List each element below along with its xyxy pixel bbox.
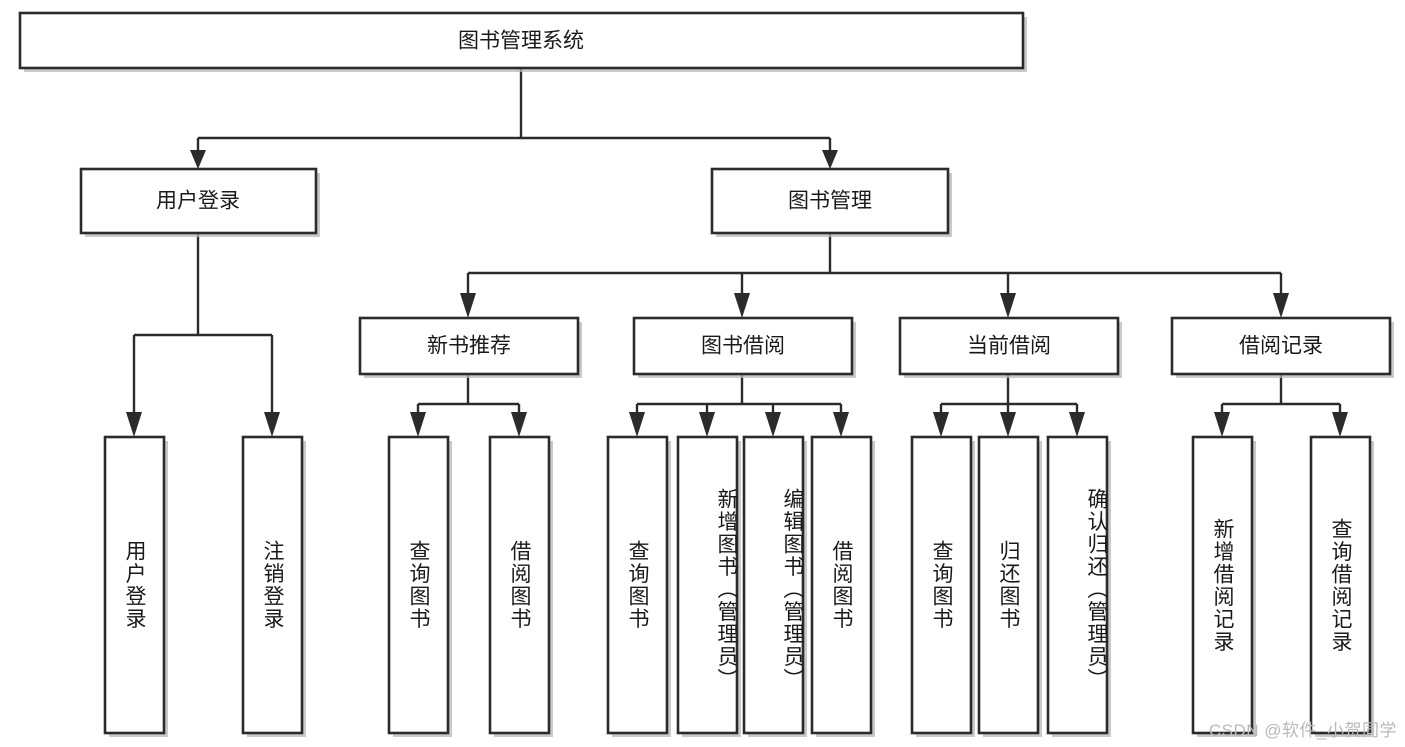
arrow-head-bb-leaf-1 (629, 412, 645, 437)
leaf-box-bb-borrow-book[interactable] (810, 435, 873, 735)
connector-group-current-borrow (933, 374, 1085, 437)
root-node-box[interactable] (18, 11, 1025, 70)
leaf-box-nb-query-book[interactable] (387, 435, 450, 735)
connector-group-borrow-record (1214, 374, 1348, 437)
leaf-box-br-add-record[interactable] (1191, 435, 1254, 735)
book-borrow-node-label: 图书借阅 (701, 335, 785, 358)
borrow-record-node-label: 借阅记录 (1239, 335, 1323, 358)
leaf-box-logout[interactable] (241, 435, 304, 735)
book-borrow-node-box[interactable] (632, 316, 854, 376)
arrow-head-br-leaf-2 (1332, 412, 1348, 437)
arrow-head-br-leaf-1 (1214, 412, 1230, 437)
leaf-box-cb-query-book[interactable] (910, 435, 973, 735)
current-borrow-node-box[interactable] (898, 316, 1120, 376)
leaf-box-nb-borrow-book[interactable] (488, 435, 551, 735)
arrow-head-book-mgmt (822, 150, 838, 169)
arrow-head-cb-leaf-3 (1069, 412, 1085, 437)
arrow-head-new-book-recommend (460, 293, 476, 318)
arrow-head-cb-leaf-2 (1000, 412, 1016, 437)
connector-group-root (190, 68, 838, 169)
new-book-recommend-node-box[interactable] (358, 316, 580, 376)
user-login-node-box[interactable] (79, 167, 318, 235)
arrow-head-bb-leaf-3 (765, 412, 781, 437)
leaf-box-bb-add-book[interactable] (676, 435, 739, 735)
csdn-watermark: CSDN @软件_小贺同学 (1208, 721, 1397, 740)
arrow-head-bb-leaf-2 (699, 412, 715, 437)
new-book-recommend-node-label: 新书推荐 (427, 335, 511, 358)
arrow-head-current-borrow (1000, 293, 1016, 318)
leaf-box-bb-edit-book[interactable] (742, 435, 805, 735)
arrow-head-cb-leaf-1 (933, 412, 949, 437)
leaf-box-cb-confirm-return[interactable] (1046, 435, 1109, 735)
arrow-head-borrow-record (1273, 293, 1289, 318)
leaf-box-user-login[interactable] (103, 435, 166, 735)
leaf-box-bb-query-book[interactable] (606, 435, 669, 735)
connector-group-new-book-recommend (410, 374, 527, 437)
arrow-head-bb-leaf-4 (833, 412, 849, 437)
arrow-head-leaf-logout (264, 412, 280, 437)
arrow-head-book-borrow (734, 293, 750, 318)
book-mgmt-node-label: 图书管理 (788, 190, 872, 213)
arrow-head-nb-leaf-1 (410, 412, 426, 437)
borrow-record-node-box[interactable] (1170, 316, 1392, 376)
arrow-head-leaf-user-login (126, 412, 142, 437)
leaf-box-cb-return-book[interactable] (977, 435, 1040, 735)
leaf-box-br-query-record[interactable] (1309, 435, 1372, 735)
root-node-label: 图书管理系统 (458, 30, 584, 53)
connector-group-book-mgmt (460, 233, 1289, 318)
user-login-node-label: 用户登录 (156, 190, 240, 213)
current-borrow-node-label: 当前借阅 (967, 335, 1051, 358)
arrow-head-nb-leaf-2 (511, 412, 527, 437)
book-mgmt-node-box[interactable] (710, 167, 950, 235)
connector-group-user-login (126, 233, 280, 437)
arrow-head-user-login (190, 150, 206, 169)
connector-group-book-borrow (629, 374, 849, 437)
